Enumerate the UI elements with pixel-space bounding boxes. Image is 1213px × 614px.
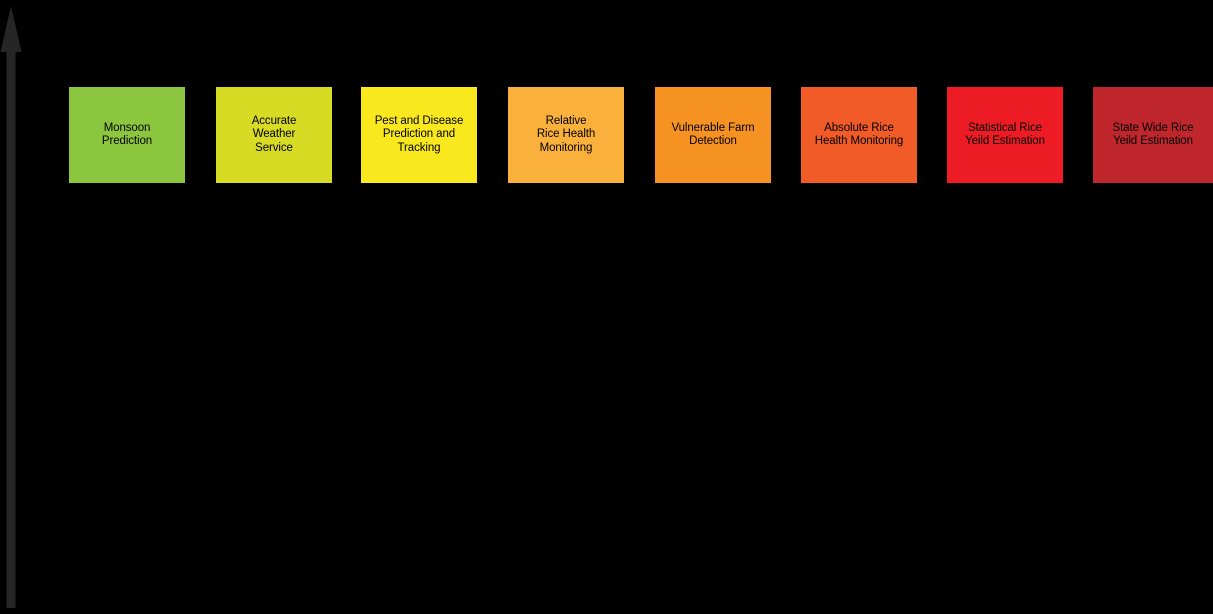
capability-box-label: Absolute Rice Health Monitoring bbox=[814, 121, 904, 148]
arrow-shaft bbox=[6, 46, 16, 608]
capability-box-statistical-rice-yeild-estimation[interactable]: Statistical Rice Yeild Estimation bbox=[947, 87, 1063, 183]
capability-box-relative-rice-health-monitoring[interactable]: Relative Rice Health Monitoring bbox=[508, 87, 624, 183]
vertical-arrow-icon bbox=[0, 6, 22, 608]
capability-box-label: Accurate Weather Service bbox=[251, 114, 297, 154]
capability-box-pest-and-disease-prediction-and-tracking[interactable]: Pest and Disease Prediction and Tracking bbox=[361, 87, 477, 183]
capability-box-monsoon-prediction[interactable]: Monsoon Prediction bbox=[69, 87, 185, 183]
arrow-head-icon bbox=[0, 6, 22, 52]
capability-box-absolute-rice-health-monitoring[interactable]: Absolute Rice Health Monitoring bbox=[801, 87, 917, 183]
capability-box-state-wide-rice-yeild-estimation[interactable]: State Wide Rice Yeild Estimation bbox=[1093, 87, 1213, 183]
capability-box-label: Relative Rice Health Monitoring bbox=[536, 114, 596, 154]
capability-box-label: Pest and Disease Prediction and Tracking bbox=[374, 114, 464, 154]
capability-box-vulnerable-farm-detection[interactable]: Vulnerable Farm Detection bbox=[655, 87, 771, 183]
capability-box-accurate-weather-service[interactable]: Accurate Weather Service bbox=[216, 87, 332, 183]
capability-box-label: Monsoon Prediction bbox=[101, 121, 153, 148]
capability-box-row: Monsoon Prediction Accurate Weather Serv… bbox=[69, 87, 1213, 183]
capability-box-label: State Wide Rice Yeild Estimation bbox=[1112, 121, 1194, 148]
capability-box-label: Vulnerable Farm Detection bbox=[671, 121, 755, 148]
capability-box-label: Statistical Rice Yeild Estimation bbox=[965, 121, 1045, 148]
